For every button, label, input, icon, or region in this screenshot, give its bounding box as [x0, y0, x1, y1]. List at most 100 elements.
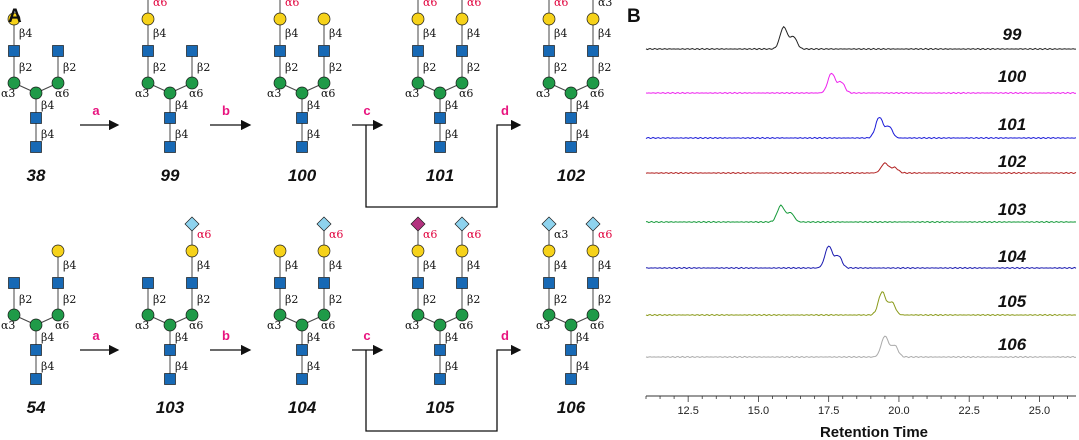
- linkage-alpha-label: α6: [554, 0, 568, 9]
- glcnac-square-icon: [565, 373, 577, 385]
- linkage-beta2-label: β2: [197, 61, 210, 74]
- glcnac-square-icon: [434, 112, 446, 124]
- linkage-alpha6-label: α6: [189, 319, 203, 332]
- mannose-circle-icon: [542, 308, 556, 322]
- linkage-alpha3-label: α3: [536, 319, 550, 332]
- glcnac-square-icon: [30, 141, 42, 153]
- x-tick-label: 25.0: [1029, 405, 1050, 417]
- linkage-beta2-label: β2: [467, 61, 480, 74]
- linkage-alpha3-label: α3: [405, 319, 419, 332]
- sialic-acid-a-diamond-icon: [184, 216, 200, 232]
- mannose-circle-icon: [317, 308, 331, 322]
- trace-101: [645, 116, 1077, 140]
- compound-number-label: 54: [27, 398, 46, 417]
- linkage-alpha-label: α6: [285, 0, 299, 9]
- linkage-beta4-label: β4: [19, 27, 32, 40]
- mannose-circle-icon: [295, 86, 309, 100]
- panel-label-b: B: [627, 6, 641, 27]
- glcnac-square-icon: [318, 45, 330, 57]
- linkage-beta4-label: β4: [175, 331, 188, 344]
- linkage-alpha6-label: α6: [55, 87, 69, 100]
- step-label-d: d: [501, 328, 509, 343]
- linkage-beta4-label: β4: [598, 259, 611, 272]
- compound-number-label: 105: [426, 398, 455, 417]
- linkage-alpha3-label: α3: [135, 87, 149, 100]
- glcnac-square-icon: [142, 277, 154, 289]
- sialic-acid-a-diamond-icon: [316, 216, 332, 232]
- linkage-beta4-label: β4: [153, 27, 166, 40]
- linkage-alpha-label: α3: [554, 228, 568, 241]
- glcnac-square-icon: [543, 45, 555, 57]
- linkage-beta4-label: β4: [576, 99, 589, 112]
- linkage-beta4-label: β4: [63, 259, 76, 272]
- mannose-circle-icon: [433, 318, 447, 332]
- linkage-beta2-label: β2: [63, 61, 76, 74]
- linkage-beta4-label: β4: [445, 331, 458, 344]
- linkage-beta4-label: β4: [445, 360, 458, 373]
- glcnac-square-icon: [164, 373, 176, 385]
- linkage-beta4-label: β4: [285, 259, 298, 272]
- trace-100: [645, 72, 1077, 95]
- linkage-alpha3-label: α3: [536, 87, 550, 100]
- glcnac-square-icon: [164, 112, 176, 124]
- galactose-circle-icon: [273, 12, 287, 26]
- linkage-beta2-label: β2: [598, 293, 611, 306]
- glcnac-square-icon: [318, 277, 330, 289]
- mannose-circle-icon: [163, 86, 177, 100]
- x-tick-label: 22.5: [958, 405, 979, 417]
- mannose-circle-icon: [273, 76, 287, 90]
- x-tick-label: 20.0: [888, 405, 909, 417]
- arrow-step-d: [365, 344, 522, 432]
- mannose-circle-icon: [317, 76, 331, 90]
- linkage-beta2-label: β2: [197, 293, 210, 306]
- linkage-beta2-label: β2: [285, 293, 298, 306]
- mannose-circle-icon: [586, 76, 600, 90]
- linkage-beta2-label: β2: [467, 293, 480, 306]
- compound-number-label: 103: [156, 398, 185, 417]
- linkage-beta4-label: β4: [41, 331, 54, 344]
- mannose-circle-icon: [455, 76, 469, 90]
- linkage-alpha6-label: α6: [459, 87, 473, 100]
- linkage-alpha6-label: α6: [590, 319, 604, 332]
- linkage-alpha3-label: α3: [405, 87, 419, 100]
- linkage-beta2-label: β2: [19, 61, 32, 74]
- sialic-acid-a-diamond-icon: [454, 216, 470, 232]
- compound-number-label: 104: [288, 398, 317, 417]
- linkage-beta4-label: β4: [467, 259, 480, 272]
- linkage-beta2-label: β2: [423, 293, 436, 306]
- linkage-beta4-label: β4: [554, 259, 567, 272]
- glcnac-square-icon: [296, 112, 308, 124]
- mannose-circle-icon: [185, 308, 199, 322]
- linkage-beta4-label: β4: [175, 99, 188, 112]
- linkage-beta2-label: β2: [63, 293, 76, 306]
- panel-label-a: A: [8, 6, 22, 27]
- linkage-beta4-label: β4: [445, 99, 458, 112]
- glcnac-square-icon: [30, 112, 42, 124]
- glcnac-square-icon: [274, 277, 286, 289]
- mannose-circle-icon: [51, 76, 65, 90]
- glcnac-square-icon: [164, 141, 176, 153]
- mannose-circle-icon: [185, 76, 199, 90]
- linkage-beta4-label: β4: [307, 360, 320, 373]
- glcnac-square-icon: [565, 344, 577, 356]
- linkage-alpha-label: α6: [598, 228, 612, 241]
- step-label-b: b: [222, 103, 230, 118]
- galactose-circle-icon: [317, 244, 331, 258]
- trace-label-102: 102: [998, 152, 1027, 171]
- glcnac-square-icon: [296, 141, 308, 153]
- trace-103: [645, 204, 1077, 224]
- mannose-circle-icon: [163, 318, 177, 332]
- trace-label-99: 99: [1003, 25, 1022, 44]
- glcnac-square-icon: [587, 45, 599, 57]
- linkage-beta4-label: β4: [423, 259, 436, 272]
- linkage-beta4-label: β4: [445, 128, 458, 141]
- mannose-circle-icon: [411, 308, 425, 322]
- mannose-circle-icon: [7, 308, 21, 322]
- glcnac-square-icon: [30, 344, 42, 356]
- galactose-circle-icon: [455, 12, 469, 26]
